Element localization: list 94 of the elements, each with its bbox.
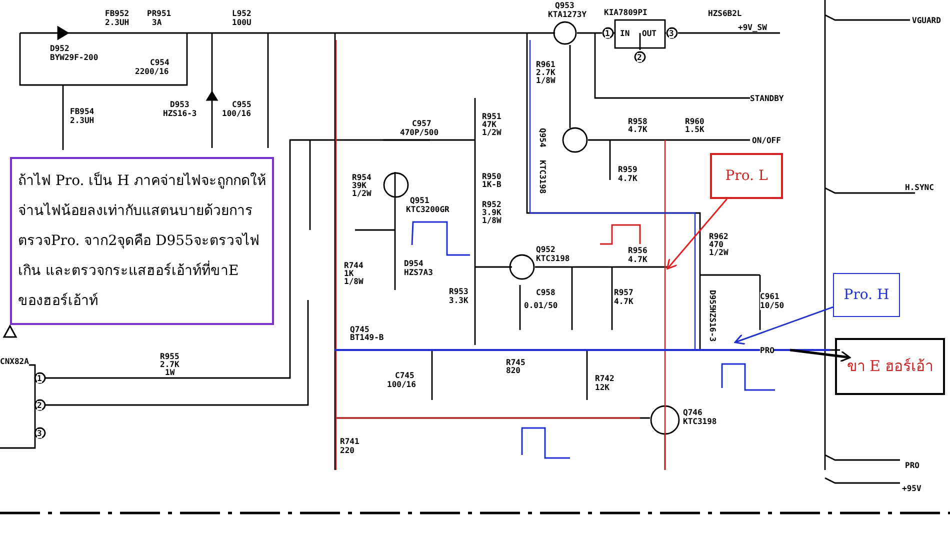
callout-box: Pro. H [833, 273, 900, 317]
component-label: 2.7K [160, 360, 180, 369]
component-label: HZS16-3 [163, 109, 197, 118]
component-label: 0.01/50 [524, 301, 558, 310]
component-label: KIA7809PI [604, 8, 648, 17]
component-label: STANDBY [750, 94, 784, 103]
component-label: OUT [642, 29, 656, 38]
component-label: D955 [708, 290, 717, 310]
component-label: 2 [37, 401, 42, 410]
component-label: 3.3K [449, 296, 468, 305]
component-label: 100U [232, 18, 252, 27]
component-label: 1/2W [482, 128, 502, 137]
component-label: C957 [412, 119, 432, 128]
component-label: D953 [170, 100, 190, 109]
component-label: +9V_SW [738, 23, 767, 32]
component-label: PRO [905, 461, 920, 470]
component-label: 1 [37, 374, 42, 383]
component-label: Q954 [538, 128, 547, 148]
component-label: HZS6B2L [708, 9, 742, 18]
component-label: 1/2W [709, 248, 728, 257]
component-label: BT149-B [350, 333, 384, 342]
component-label: 220 [340, 446, 354, 455]
component-label: HZS16-3 [708, 308, 717, 342]
component-label: 4.7K [618, 174, 638, 183]
component-label: 820 [506, 366, 520, 375]
component-label: KTC3200GR [406, 205, 450, 214]
component-label: L952 [232, 9, 252, 18]
component-label: R962 [709, 232, 728, 241]
component-label: D954 [404, 259, 424, 268]
component-label: 1K-B [482, 180, 502, 189]
component-label: 100/16 [387, 380, 416, 389]
component-label: 1/8W [344, 277, 364, 286]
component-label: 1W [165, 368, 175, 377]
component-label: Q746 [683, 408, 702, 417]
component-label: FB952 [105, 9, 130, 18]
component-label: C954 [150, 58, 170, 67]
callout-box: ขา E ฮอร์เอ้า [835, 338, 945, 395]
component-label: BYW29F-200 [50, 53, 98, 62]
component-label: 2.3UH [70, 116, 94, 125]
component-label: ON/OFF [752, 136, 781, 145]
component-label: 3 [669, 29, 674, 38]
callout-box: Pro. L [710, 153, 783, 199]
component-label: 4.7K [628, 255, 648, 264]
component-label: R744 [344, 261, 364, 270]
component-label: C745 [395, 371, 414, 380]
component-label: +95V [902, 484, 922, 493]
note-box: ถ้าไฟ Pro. เป็น H ภาคจ่ายไฟจะถูกกดให้จ่านไฟน้อยลงเท่ากับแสตนบายด้วยการตรวจPro. จาก2จุดคือ D955จะตรวจไฟเกิน และตรวจกระแสฮอร์เอ้าท์ที่ขาE ของฮอร์เอ้าท์ [10, 157, 274, 325]
component-label: KTC3198 [536, 254, 570, 263]
component-label: 1/2W [352, 189, 372, 198]
component-label: KTC3198 [538, 160, 547, 194]
component-label: 2 [637, 53, 642, 62]
leader-arrow [666, 198, 728, 270]
component-label: C961 [760, 292, 780, 301]
component-label: PR951 [147, 9, 172, 18]
arrow [790, 348, 851, 362]
component-label: R956 [628, 246, 648, 255]
component-label: 2.3UH [105, 18, 130, 27]
component-label: PRO [760, 346, 774, 355]
component-label: CNX82A [0, 357, 29, 366]
component-label: 10/50 [760, 301, 784, 310]
component-label: 1 [605, 29, 610, 38]
component-label: R954 [352, 173, 372, 182]
component-label: R959 [618, 165, 638, 174]
component-label: KTC3198 [683, 417, 717, 426]
component-label: R957 [614, 288, 634, 297]
component-label: Q951 [410, 196, 430, 205]
component-label: 4.7K [614, 297, 634, 306]
component-label: H.SYNC [905, 183, 934, 192]
component-label: 1/8W [536, 76, 556, 85]
component-label: 470P/500 [400, 128, 439, 137]
component-label: 1.5K [685, 125, 704, 134]
component-label: R741 [340, 437, 360, 446]
component-label: 100/16 [222, 109, 251, 118]
component-label: Q953 [555, 1, 574, 10]
leader-arrow [734, 306, 834, 345]
component-label: FB954 [70, 107, 94, 116]
component-label: D952 [50, 44, 70, 53]
component-label: Q952 [536, 245, 556, 254]
component-label: KTA1273Y [548, 10, 587, 19]
component-label: 1/8W [482, 216, 502, 225]
component-label: R953 [449, 287, 468, 296]
component-label: VGUARD [912, 16, 941, 25]
component-label: 12K [595, 383, 610, 392]
component-label: IN [620, 29, 630, 38]
component-label: R745 [506, 358, 526, 367]
component-label: R742 [595, 374, 614, 383]
component-label: R951 [482, 112, 502, 121]
component-label: C955 [232, 100, 252, 109]
component-label: HZS7A3 [404, 268, 433, 277]
component-label: 2200/16 [135, 67, 169, 76]
component-label: C958 [536, 288, 556, 297]
component-label: 3A [152, 18, 162, 27]
component-label: 3 [37, 429, 42, 438]
component-label: 4.7K [628, 125, 648, 134]
